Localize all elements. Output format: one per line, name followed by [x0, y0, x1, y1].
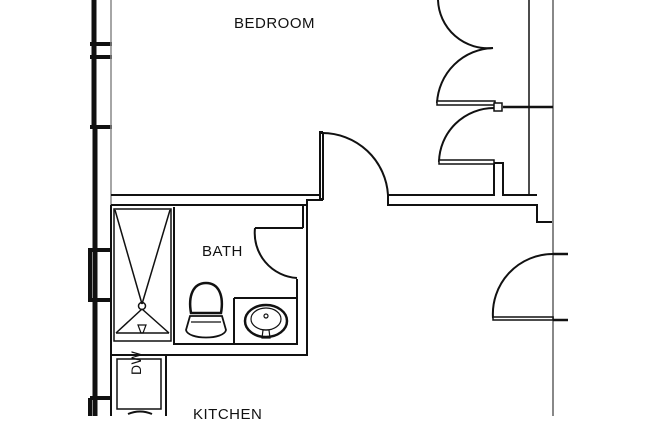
exterior-west-wall	[88, 0, 112, 416]
bedroom-door	[319, 131, 389, 200]
kitchen-counter	[110, 355, 167, 416]
dishwasher-label: DW	[128, 350, 144, 375]
closet-doors	[436, 0, 503, 165]
room-label-bedroom: BEDROOM	[234, 15, 316, 32]
bedroom-south-wall	[111, 131, 553, 228]
vanity-sink	[233, 297, 297, 344]
toilet	[185, 281, 227, 339]
shower	[113, 208, 172, 342]
room-label-kitchen: KITCHEN	[193, 406, 263, 423]
bath-walls	[110, 205, 308, 356]
room-label-bath: BATH	[202, 243, 243, 260]
east-wall	[503, 0, 554, 416]
bath-door	[253, 227, 298, 279]
east-door	[491, 252, 568, 322]
